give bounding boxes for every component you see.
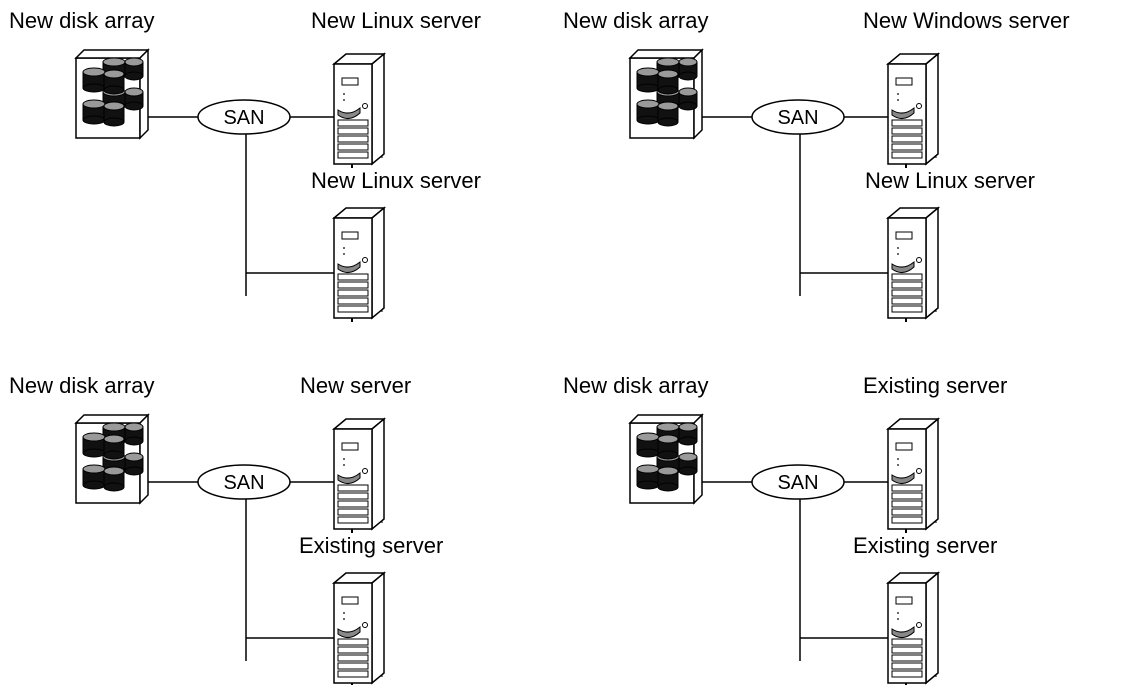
san-label: SAN [777,472,818,494]
server-bottom-icon [885,571,941,685]
server-top-icon [885,417,941,533]
server-bottom-label: Existing server [853,533,998,558]
disk-array-label: New disk array [563,8,709,33]
server-top-icon [885,52,941,168]
server-bottom-icon [331,571,387,685]
panel-bottom-left: SAN [74,413,387,685]
san-label: SAN [223,107,264,129]
server-top-label: New server [300,373,412,398]
server-bottom-label: Existing server [299,533,444,558]
disk-array-label: New disk array [9,373,155,398]
disk-array-icon [74,48,150,140]
server-bottom-label: New Linux server [311,168,481,193]
server-bottom-icon [331,206,387,322]
panel-top-right: SAN [628,48,941,322]
disk-array-label: New disk array [563,373,709,398]
server-top-label: Existing server [863,373,1008,398]
disk-array-label: New disk array [9,8,155,33]
panel-top-left: SAN [74,48,387,322]
san-node: SAN [197,464,291,500]
disk-array-icon [628,413,704,505]
san-node: SAN [197,99,291,135]
server-top-label: New Windows server [863,8,1070,33]
san-label: SAN [777,107,818,129]
panel-bottom-right: SAN [628,413,941,685]
disk-array-icon [74,413,150,505]
server-top-icon [331,417,387,533]
server-top-label: New Linux server [311,8,481,33]
server-bottom-icon [885,206,941,322]
san-node: SAN [751,99,845,135]
server-top-icon [331,52,387,168]
san-label: SAN [223,472,264,494]
server-bottom-label: New Linux server [865,168,1035,193]
san-node: SAN [751,464,845,500]
disk-array-icon [628,48,704,140]
